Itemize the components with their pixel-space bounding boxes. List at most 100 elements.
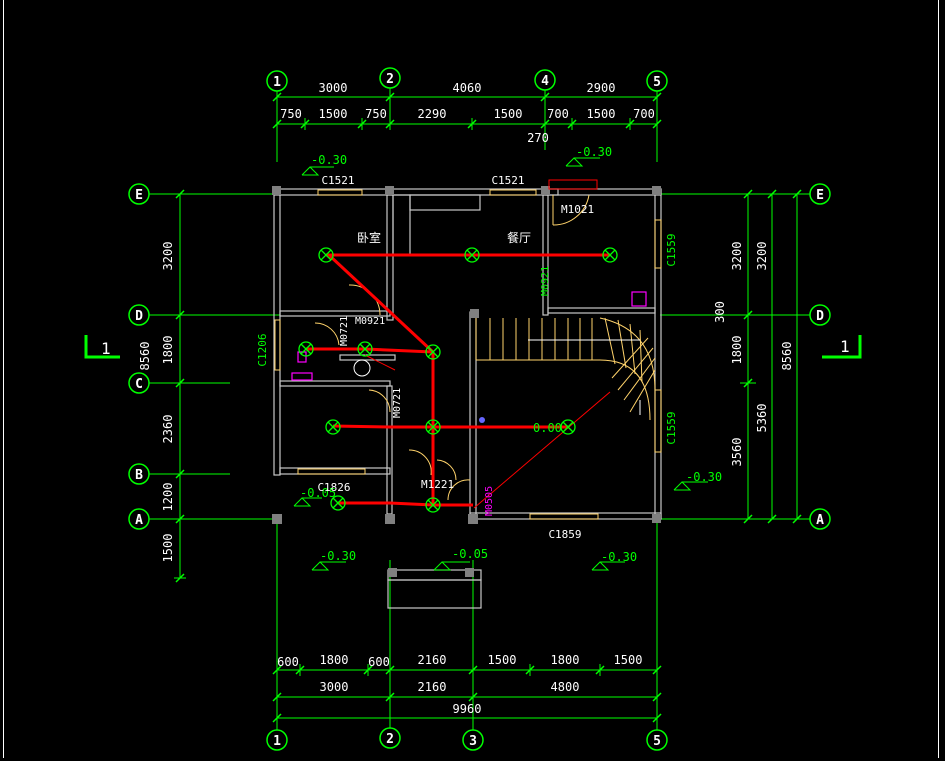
door-label: M0921 <box>355 316 385 327</box>
light-fixture-icon <box>425 419 441 435</box>
axis-label-top: 2 <box>386 72 394 87</box>
dim-left: 1200 <box>161 483 175 512</box>
dim-270: 270 <box>527 131 549 145</box>
level-label: 0.00 <box>533 421 562 435</box>
axis-bubbles <box>128 67 831 751</box>
door-label: M1221 <box>421 478 454 491</box>
light-fixture-icon <box>330 495 346 511</box>
axis-label-top: 5 <box>653 75 661 90</box>
window-label: C1859 <box>548 528 581 541</box>
axis-bubble-leaders <box>149 88 810 520</box>
dim-bottom-detail: 600 <box>368 655 390 669</box>
axis-label-left: E <box>135 188 143 203</box>
level-label: -0.30 <box>320 549 356 563</box>
dim-top-detail: 2290 <box>418 107 447 121</box>
axis-label-top: 4 <box>541 74 549 89</box>
bathroom-fixtures <box>291 291 647 381</box>
axis-label-top: 1 <box>273 75 281 90</box>
dim-right-inner: 3200 <box>730 242 744 271</box>
door-frame-top <box>548 179 598 190</box>
dim-top-detail: 750 <box>280 107 302 121</box>
axis-label-left: D <box>135 309 143 324</box>
level-label: -0.30 <box>311 153 347 167</box>
dim-top-detail: 1500 <box>494 107 523 121</box>
light-fixture-icon <box>357 341 373 357</box>
level-label: -0.05 <box>452 547 488 561</box>
door-label: M0921 <box>540 266 551 296</box>
dim-top-detail: 700 <box>547 107 569 121</box>
level-label: -0.05 <box>300 486 336 500</box>
axis-label-bottom: 1 <box>273 734 281 749</box>
dim-right-total: 8560 <box>780 342 794 371</box>
light-fixture-icon <box>425 344 441 360</box>
signal-wiring <box>364 354 611 509</box>
light-fixture-icon <box>602 247 618 263</box>
window-label: C1521 <box>321 174 354 187</box>
columns <box>272 186 661 577</box>
section-mark-right <box>822 335 862 359</box>
dim-bottom-detail: 2160 <box>418 653 447 667</box>
axis-label-bottom: 2 <box>386 732 394 747</box>
dim-bottom-detail: 1800 <box>551 653 580 667</box>
dim-left: 2360 <box>161 415 175 444</box>
dim-top-detail: 700 <box>633 107 655 121</box>
dim-left: 1800 <box>161 336 175 365</box>
light-fixture-icon <box>560 419 576 435</box>
level-label: -0.30 <box>686 470 722 484</box>
drawing-frame <box>3 0 939 758</box>
door-label: M0721 <box>392 388 403 418</box>
dim-top-detail: 1500 <box>319 107 348 121</box>
dim-bottom-mid: 4800 <box>551 680 580 694</box>
level-markers <box>293 157 708 571</box>
door-label: M0721 <box>339 316 350 346</box>
light-fixture-icon <box>325 419 341 435</box>
dim-bottom-detail: 1500 <box>488 653 517 667</box>
light-fixtures <box>298 247 618 513</box>
window-label: C1826 <box>317 481 350 494</box>
light-fixture-icon <box>425 497 441 513</box>
section-mark-left <box>84 335 120 359</box>
dim-top-detail: 1500 <box>587 107 616 121</box>
door-label: M1021 <box>561 203 594 216</box>
light-fixture-icon <box>318 247 334 263</box>
window-label: C1559 <box>665 411 678 444</box>
room-label-bedroom: 卧室 <box>357 230 381 245</box>
junction-marker <box>479 417 485 423</box>
axis-label-right: A <box>816 513 824 528</box>
axis-label-left: B <box>135 468 143 483</box>
dim-top-total: 4060 <box>453 81 482 95</box>
electrical-wiring <box>306 253 610 507</box>
dim-left-total: 8560 <box>138 342 152 371</box>
room-label-dining: 餐厅 <box>507 230 531 245</box>
dim-bottom-mid: 2160 <box>418 680 447 694</box>
axis-label-bottom: 5 <box>653 734 661 749</box>
axis-label-right: E <box>816 188 824 203</box>
dim-bottom-detail: 600 <box>277 655 299 669</box>
dim-bottom-total: 9960 <box>453 702 482 716</box>
section-mark-label: 1 <box>101 339 111 358</box>
axis-label-bottom: 3 <box>469 734 477 749</box>
door-swings <box>314 194 590 501</box>
level-label: -0.30 <box>601 550 637 564</box>
dim-right-inner: 3560 <box>730 438 744 467</box>
dim-bottom-detail: 1800 <box>320 653 349 667</box>
dim-right-mid: 3200 <box>755 242 769 271</box>
window-label: C1206 <box>256 333 269 366</box>
dim-right-300: 300 <box>713 301 727 323</box>
level-label: -0.30 <box>576 145 612 159</box>
dim-left: 3200 <box>161 242 175 271</box>
axis-label-right: D <box>816 309 824 324</box>
dimension-lines <box>155 92 810 730</box>
axis-label-left: C <box>135 377 143 392</box>
door-label: M0505 <box>484 486 495 516</box>
dim-top-detail: 750 <box>365 107 387 121</box>
dim-top-total: 3000 <box>319 81 348 95</box>
dim-left: 1500 <box>161 534 175 563</box>
dim-bottom-detail: 1500 <box>614 653 643 667</box>
dim-bottom-mid: 3000 <box>320 680 349 694</box>
window-label: C1521 <box>491 174 524 187</box>
dimension-ticks <box>175 92 802 723</box>
dim-right-mid: 5360 <box>755 404 769 433</box>
axis-label-left: A <box>135 513 143 528</box>
staircase <box>475 317 656 421</box>
